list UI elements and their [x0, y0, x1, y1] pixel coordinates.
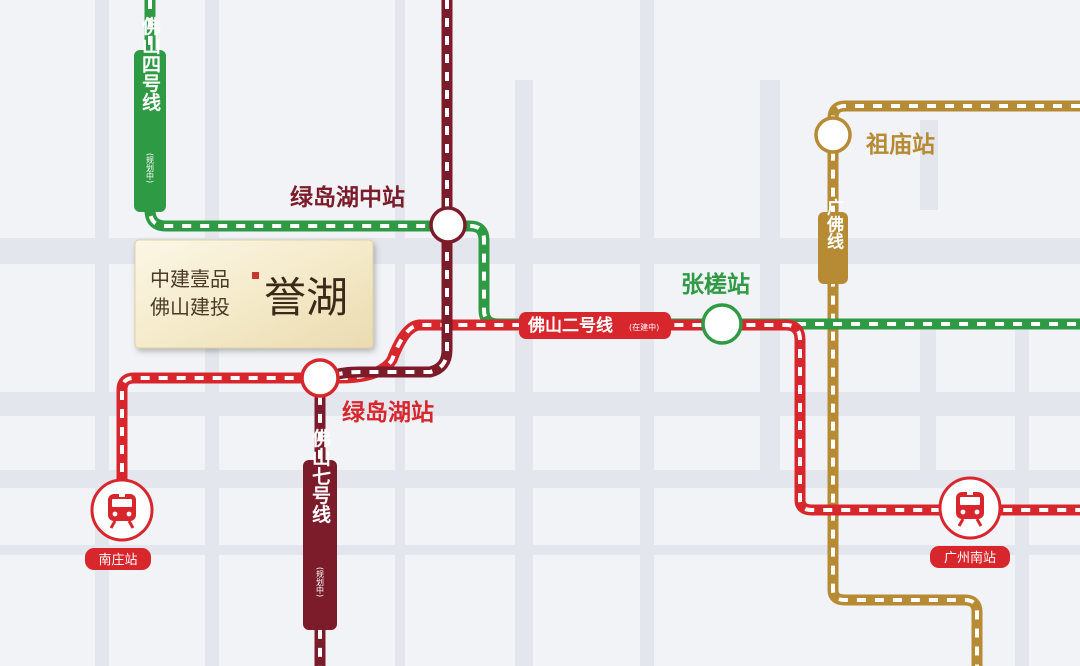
- station-zumiao[interactable]: [814, 116, 852, 154]
- seal-icon: [252, 272, 259, 279]
- station-guangzhou-south[interactable]: 广州南站: [930, 476, 1010, 568]
- project-name: 誉湖: [264, 273, 348, 322]
- guangfo-name: 广佛线: [823, 197, 845, 250]
- line2-name: 佛山二号线: [527, 315, 613, 336]
- line2-note: (在建中): [629, 322, 659, 332]
- line2-track: [116, 319, 1080, 516]
- station-zhangcha[interactable]: [701, 303, 743, 345]
- line4-badge: 佛山四号线 (规划中): [134, 15, 166, 212]
- project-card[interactable]: [134, 239, 374, 349]
- guangfo-badge: 广佛线: [818, 197, 848, 284]
- developer-line1: 中建壹品: [150, 267, 230, 291]
- station-lvdaohu[interactable]: [300, 358, 340, 398]
- guangfo-line: [827, 100, 1080, 666]
- line7-badge: 佛山七号线 (规划中): [303, 427, 337, 630]
- train-icon: [108, 494, 136, 529]
- zhangcha-label: 张槎站: [681, 271, 750, 298]
- nanzhuang-label: 南庄站: [98, 552, 137, 568]
- lvdaohu-label: 绿岛湖站: [342, 399, 434, 426]
- lvdaohu-zhong-label: 绿岛湖中站: [290, 184, 405, 211]
- line4-note: (规划中): [146, 153, 155, 183]
- developer-line2: 佛山建投: [150, 295, 230, 319]
- station-lvdaohu-zhong[interactable]: [429, 206, 467, 244]
- zumiao-label: 祖庙站: [866, 131, 935, 158]
- line7-note: (规划中): [316, 567, 325, 597]
- line2-badge: 佛山二号线 (在建中): [519, 312, 671, 339]
- project-card-content: 中建壹品 佛山建投 誉湖: [150, 267, 348, 322]
- line4-name: 佛山四号线: [139, 15, 162, 111]
- guangzhou-south-label: 广州南站: [944, 550, 996, 566]
- train-icon: [956, 492, 984, 527]
- station-nanzhuang[interactable]: 南庄站: [85, 478, 154, 570]
- line7-name: 佛山七号线: [309, 427, 332, 523]
